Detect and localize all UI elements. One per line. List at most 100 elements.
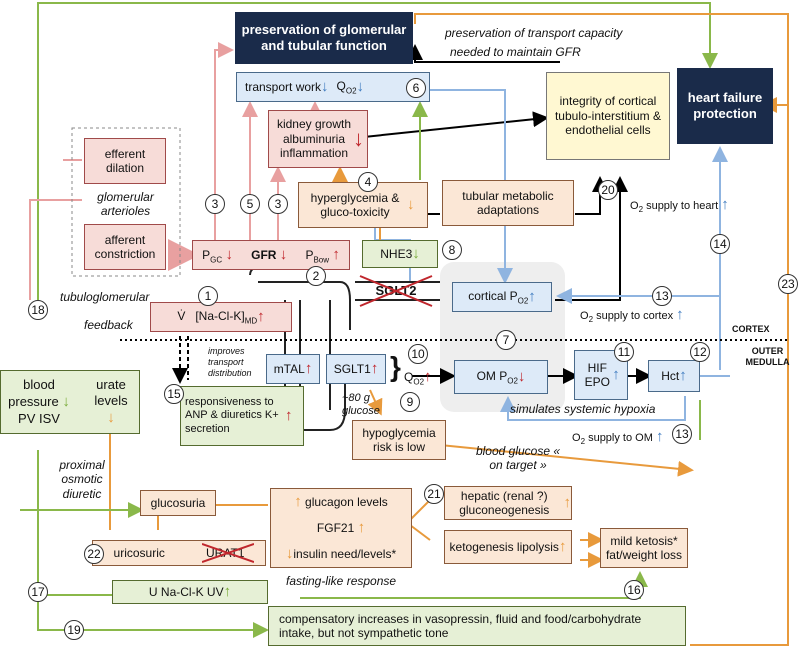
feedback-label: feedback xyxy=(84,318,133,332)
cortical-po2-node: cortical PO2 ↑ xyxy=(452,282,552,312)
tubular-metabolic-label: tubular metabolic adaptations xyxy=(462,188,554,217)
badge-13: 13 xyxy=(652,286,672,306)
up-arrow-icon: ↑ xyxy=(558,538,567,555)
blocked-cross-icon xyxy=(359,275,433,307)
badge-2: 2 xyxy=(306,266,326,286)
ketogenesis-label: ketogenesis lipolysis xyxy=(449,539,559,554)
blood-pressure-node: blood pressure ↓ PV ISV urate levels ↓ xyxy=(0,370,140,434)
hct-label: Hct xyxy=(661,368,680,383)
glucosuria-node: glucosuria xyxy=(140,490,216,516)
up-arrow-icon: ↑ xyxy=(679,367,687,384)
badge-3b: 3 xyxy=(268,194,288,214)
down-arrow-icon: ↓ xyxy=(412,245,420,262)
badge-8: 8 xyxy=(442,240,462,260)
badge-4: 4 xyxy=(358,172,378,192)
up-arrow-icon: ↑ xyxy=(304,360,313,377)
outer-medulla-label: OUTER MEDULLA xyxy=(745,346,790,367)
afferent-node: afferent constriction xyxy=(84,224,166,270)
mtal-label: mTAL xyxy=(273,361,305,376)
up-arrow-icon: ↑ xyxy=(612,366,620,383)
qo2-mid-label: QO2↑ xyxy=(404,368,432,387)
pgc-label: PGC ↓ xyxy=(202,245,233,264)
cortical-po2-label: cortical PO2 xyxy=(468,288,529,305)
macula-densa-node: V̇ [Na-Cl-K]MD ↑ xyxy=(150,302,292,332)
ketogenesis-node: ketogenesis lipolysis ↑ xyxy=(444,530,572,564)
down-arrow-icon: ↓ xyxy=(517,368,526,385)
badge-10: 10 xyxy=(408,344,428,364)
urat1-label: URAT1 xyxy=(202,542,254,563)
glucagon-group-node: ↑ glucagon levels FGF21 ↑ ↓insulin need/… xyxy=(270,488,412,568)
efferent-label: efferent dilation xyxy=(104,146,146,175)
hct-node: Hct ↑ xyxy=(648,360,700,392)
om-po2-node: OM PO2 ↓ xyxy=(454,360,548,394)
tubuloglomerular-label: tubuloglomerular xyxy=(60,290,150,304)
needed-gfr-label: needed to maintain GFR xyxy=(450,45,581,59)
up-arrow-icon: ↑ xyxy=(223,583,232,600)
mild-ketosis-label: mild ketosis* fat/weight loss xyxy=(605,533,683,562)
badge-19: 19 xyxy=(64,620,84,640)
down-arrow-icon: ↓ xyxy=(353,125,364,151)
nhe3-node: NHE3 ↓ xyxy=(362,240,438,268)
sglt1-node: SGLT1↑ xyxy=(326,354,386,384)
hypoglycemia-label: hypoglycemia risk is low xyxy=(362,425,436,454)
glucagon-label: ↑ glucagon levels xyxy=(294,493,388,510)
responsiveness-node: responsiveness to ANP & diuretics K+ sec… xyxy=(180,386,304,446)
blood-pressure-label: blood pressure ↓ PV ISV xyxy=(8,377,70,426)
up-arrow-icon: ↑ xyxy=(285,407,293,424)
down-arrow-icon: ↓ xyxy=(321,78,329,95)
uricosuric-node: uricosuric URAT1 xyxy=(92,540,266,566)
improves-label: improves transport distribution xyxy=(208,346,252,378)
badge-11: 11 xyxy=(614,342,634,362)
pbow-label: PBow ↑ xyxy=(305,245,340,264)
transport-work-label: transport work xyxy=(245,79,322,94)
badge-18: 18 xyxy=(28,300,48,320)
fgf21-label: FGF21 ↑ xyxy=(316,519,366,536)
kidney-growth-node: kidney growth albuminuria inflammation ↓ xyxy=(268,110,368,168)
preservation-label: preservation of glomerular and tubular f… xyxy=(241,22,407,53)
compensatory-node: compensatory increases in vasopressin, f… xyxy=(268,606,686,646)
kidney-growth-label: kidney growth albuminuria inflammation xyxy=(276,117,352,161)
brace-icon: } xyxy=(390,351,401,382)
badge-16: 16 xyxy=(624,580,644,600)
qo2-label: QO2 xyxy=(336,78,357,95)
badge-20: 20 xyxy=(598,180,618,200)
vnacl-label: V̇ [Na-Cl-K]MD xyxy=(177,308,258,325)
heart-failure-node: heart failure protection xyxy=(677,68,773,144)
sglt1-label: SGLT1 xyxy=(333,361,371,376)
compensatory-label: compensatory increases in vasopressin, f… xyxy=(279,611,642,640)
fasting-label: fasting-like response xyxy=(286,574,397,588)
badge-6: 6 xyxy=(406,78,426,98)
badge-9: 9 xyxy=(400,392,420,412)
afferent-label: afferent constriction xyxy=(94,232,156,261)
hyperglycemia-label: hyperglycemia & gluco-toxicity xyxy=(310,190,400,219)
down-arrow-icon: ↓ xyxy=(356,78,365,95)
om-po2-label: OM PO2 xyxy=(476,368,518,385)
hepatic-label: hepatic (renal ?) gluconeogenesis xyxy=(459,488,550,517)
integrity-label: integrity of cortical tubulo-interstitiu… xyxy=(554,94,662,138)
up-arrow-icon: ↑ xyxy=(528,288,536,305)
badge-7: 7 xyxy=(496,330,516,350)
cortex-label: CORTEX xyxy=(732,324,770,334)
uricosuric-label: uricosuric xyxy=(113,545,165,560)
up-arrow-icon: ↑ xyxy=(257,308,265,325)
hypoglycemia-node: hypoglycemia risk is low xyxy=(352,420,446,460)
badge-14: 14 xyxy=(710,234,730,254)
badge-15: 15 xyxy=(164,384,184,404)
badge-3: 3 xyxy=(205,194,225,214)
o2-om-label: O2 supply to OM ↑ xyxy=(572,428,664,447)
hif-epo-label: HIF EPO xyxy=(584,360,610,389)
simulates-label: simulates systemic hypoxia xyxy=(510,402,656,416)
hepatic-node: hepatic (renal ?) gluconeogenesis ↑ xyxy=(444,486,572,520)
preservation-transport-label: preservation of transport capacity xyxy=(445,26,623,40)
heart-failure-label: heart failure protection xyxy=(687,90,763,121)
badge-1: 1 xyxy=(198,286,218,306)
blood-glucose-label: blood glucose « on target » xyxy=(475,444,561,473)
badge-23: 23 xyxy=(778,274,798,294)
preservation-node: preservation of glomerular and tubular f… xyxy=(235,12,413,64)
o2-cortex-label: O2 supply to cortex ↑ xyxy=(580,306,684,325)
mild-ketosis-node: mild ketosis* fat/weight loss xyxy=(600,528,688,568)
nhe3-label: NHE3 xyxy=(380,246,413,261)
u-nacl-label: U Na-Cl-K UV xyxy=(148,584,224,599)
badge-5: 5 xyxy=(240,194,260,214)
proximal-label: proximal osmotic diuretic xyxy=(59,458,105,501)
